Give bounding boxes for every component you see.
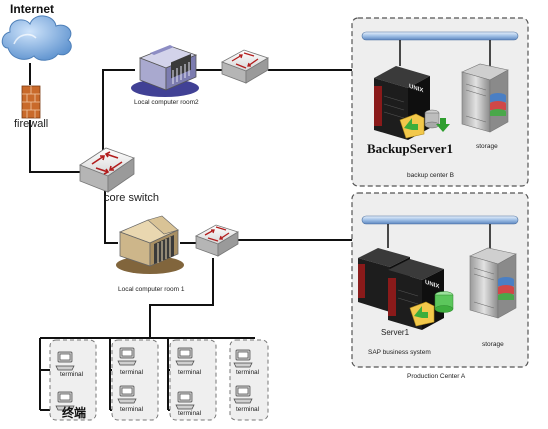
terminal-label: terminal <box>60 371 84 378</box>
production-database-icon <box>434 291 454 313</box>
internet-cloud-icon <box>1 15 72 61</box>
backup-server-folder-icon <box>399 113 425 139</box>
production-center-label: Production Center A <box>407 373 466 380</box>
server-label: Server1 <box>381 328 410 337</box>
backup-database-icon <box>424 109 450 132</box>
terminal-label: terminal <box>120 369 144 376</box>
terminal-group-3 <box>169 339 217 421</box>
local-computer-room-1-icon <box>116 215 184 274</box>
production-network-bus <box>361 215 519 225</box>
core-switch-icon <box>79 147 135 193</box>
firewall-icon <box>21 85 41 119</box>
terminal-label: terminal <box>178 410 202 417</box>
production-folder-icon <box>409 301 435 327</box>
terminal-label: terminal <box>236 369 260 376</box>
backup-server-label: BackupServer1 <box>367 141 453 156</box>
link-firewall-core-switch <box>29 120 82 173</box>
production-storage-label: storage <box>482 341 504 348</box>
room2-switch-icon <box>221 49 269 84</box>
terminal-label: terminal <box>178 369 202 376</box>
link-core-switch-room1 <box>104 190 118 244</box>
internet-label: Internet <box>10 2 55 16</box>
terminal-label: terminal <box>120 406 144 413</box>
sap-system-label: SAP business system <box>368 349 431 356</box>
terminal-label: terminal <box>236 406 260 413</box>
link-switch-terminals <box>149 258 214 338</box>
backup-storage-label: storage <box>476 143 498 150</box>
backup-storage-icon <box>461 63 509 133</box>
terminal-label-chinese: 终端 <box>62 406 87 420</box>
backup-center-panel <box>351 17 529 187</box>
backup-center-label: backup center B <box>407 172 454 179</box>
backup-network-bus <box>361 31 519 41</box>
core-switch-label: core switch <box>104 192 160 204</box>
local-computer-room-2-icon <box>131 45 199 97</box>
link-core-switch-room2 <box>102 69 135 155</box>
room1-switch-icon <box>195 224 239 257</box>
production-storage-icon <box>469 247 517 319</box>
firewall-label: firewall <box>14 118 49 130</box>
local-room-2-label: Local computer room2 <box>134 99 199 106</box>
terminal-computer-icon <box>55 347 253 411</box>
local-room-1-label: Local computer room 1 <box>118 286 185 293</box>
